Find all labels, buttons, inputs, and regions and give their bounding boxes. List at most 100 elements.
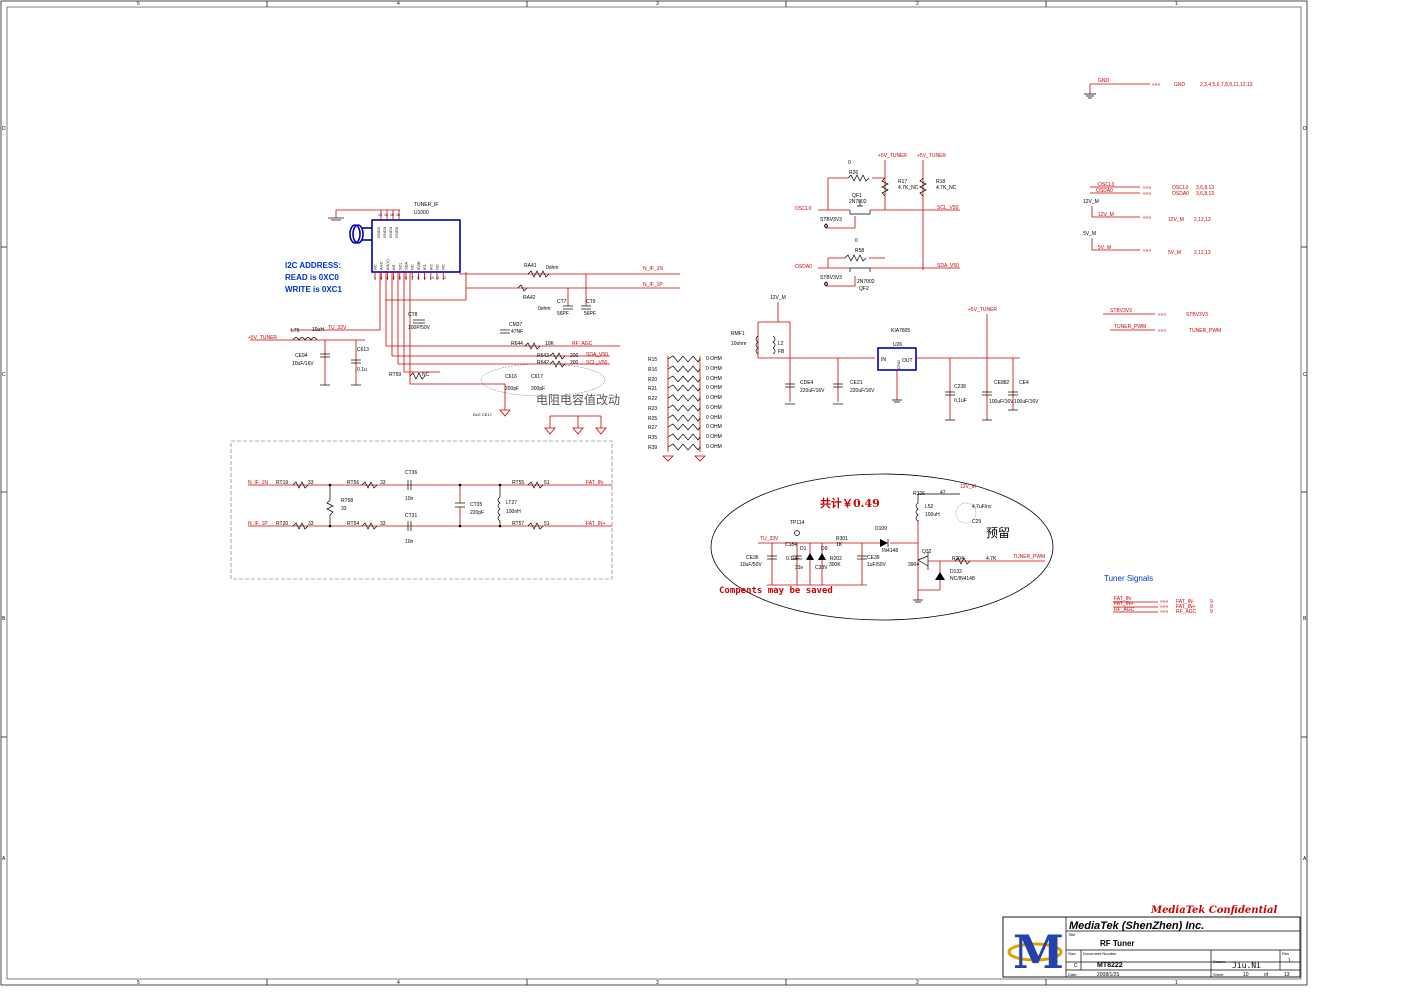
resistor-icon bbox=[292, 481, 309, 489]
net-label: +5V_TUNER bbox=[917, 153, 946, 159]
resistor-icon bbox=[527, 522, 544, 530]
component-value: 220pF bbox=[470, 510, 484, 516]
component-ref: R27 bbox=[648, 425, 657, 431]
tuner-name: TUNER_IF bbox=[414, 202, 438, 208]
ground-icon bbox=[1084, 93, 1096, 99]
component-ref: R643 bbox=[537, 353, 549, 359]
net-label: TUNER_PWM bbox=[1114, 324, 1146, 330]
component-ref: RA41 bbox=[524, 263, 537, 269]
pin-number: 15 bbox=[390, 213, 394, 217]
pin-number: 14 bbox=[384, 213, 388, 217]
sheet-number: 10 bbox=[1243, 972, 1249, 978]
component-ref: CDE4 bbox=[800, 380, 814, 386]
net-label: STBV3V3 bbox=[1110, 308, 1132, 314]
row-marker: C bbox=[2, 372, 6, 378]
component-value: 0.1uF bbox=[954, 398, 967, 404]
component-ref: C238 bbox=[954, 384, 966, 390]
component-ref: R18 bbox=[936, 179, 945, 185]
offpage-name: STBV3V3 bbox=[1186, 312, 1208, 318]
pin-name: GND3 bbox=[382, 226, 387, 238]
component-ref: R22 bbox=[648, 396, 657, 402]
component-value: 4.7K_NC bbox=[936, 185, 957, 191]
net-label: OSCL0 bbox=[1098, 182, 1115, 188]
offpage-arrows-icon: ««« bbox=[1143, 248, 1152, 254]
component-ref: RT56 bbox=[347, 480, 359, 486]
offpage-pages: 2,12,13 bbox=[1194, 250, 1211, 256]
reserved-cap-highlight bbox=[955, 502, 977, 524]
offpage-name: GND bbox=[1174, 82, 1186, 88]
component-value: 3904 bbox=[908, 562, 919, 568]
offpage-name: RF_AGC bbox=[1176, 609, 1197, 615]
tuner-side-pins: NC1AGC2AS(V)3AS4SCL5SDA6NC75V/B8IF19IF21… bbox=[373, 259, 446, 280]
ohm-array-bus bbox=[667, 356, 701, 452]
resistor-icon bbox=[292, 522, 309, 530]
component-value: 4.7K_NC bbox=[898, 185, 919, 191]
net-label: TU_33V bbox=[760, 536, 779, 542]
net-label: SCL_V50 bbox=[937, 205, 959, 211]
pin-name: GND4 bbox=[388, 226, 393, 238]
resistor-icon bbox=[361, 481, 378, 489]
component-value: 0 bbox=[848, 160, 851, 166]
component-value: 33 bbox=[380, 480, 386, 486]
tuner-pin-name: IF2 bbox=[428, 263, 433, 270]
component-value: 200 bbox=[570, 353, 579, 359]
field-label: Rev bbox=[1282, 951, 1289, 956]
component-value: FB bbox=[778, 349, 785, 355]
tuner-pin-name: AGC bbox=[379, 261, 384, 270]
resistor-icon bbox=[667, 423, 701, 431]
component-value: 10n bbox=[405, 496, 414, 502]
tuner-pin-number: 3 bbox=[386, 276, 388, 280]
component-value: 10ohm bbox=[731, 341, 746, 347]
resistor-icon bbox=[527, 270, 550, 278]
net-label: FAT_IN- bbox=[586, 480, 605, 486]
tuner-pin-name: SDA bbox=[404, 261, 409, 270]
offpage-connectors: GND ««« GND 2,3,4,5,6,7,8,9,11,12,13 OSC… bbox=[1083, 78, 1253, 615]
component-value: 0 OHM bbox=[706, 424, 722, 430]
level-shifter: +5V_TUNER +5V_TUNER R17 4.7K_NC R18 4.7K… bbox=[795, 153, 960, 292]
resistor-icon bbox=[667, 384, 701, 392]
pin-number: 13 bbox=[378, 213, 382, 217]
net-label: +5V_TUNER bbox=[878, 153, 907, 159]
diode-icon bbox=[935, 572, 945, 580]
component-value: 1uF/50V bbox=[867, 562, 887, 568]
offpage-pages: 9 bbox=[1210, 609, 1213, 615]
component-value: NC/IN4148 bbox=[950, 576, 975, 582]
tuner-ic-body bbox=[371, 219, 461, 273]
component-value: 33 bbox=[341, 506, 347, 512]
net-label: +5V_TUNER bbox=[968, 307, 997, 313]
net-label: N_IF_1P bbox=[248, 521, 268, 527]
component-ref: L2 bbox=[778, 341, 784, 347]
tuner-pin-number: 5 bbox=[399, 276, 401, 280]
component-value: 0 bbox=[855, 238, 858, 244]
tuner-pin-number: 4 bbox=[393, 276, 395, 280]
component-value: 0 OHM bbox=[706, 395, 722, 401]
component-value: 51 bbox=[544, 521, 550, 527]
component-ref: R39 bbox=[648, 445, 657, 451]
annotation-save: Compents may be saved bbox=[719, 586, 833, 596]
zener-diode-icon bbox=[806, 553, 826, 560]
sheet-total: 13 bbox=[1284, 972, 1290, 978]
component-value: 0 OHM bbox=[706, 366, 722, 372]
component-ref: R23 bbox=[648, 406, 657, 412]
tuner-gnd-pins: 13 14 15 16 GND2 GND3 GND4 GND5 bbox=[376, 210, 400, 238]
row-marker: B bbox=[2, 616, 6, 622]
offpage-pages: 2,12,13 bbox=[1194, 217, 1211, 223]
logo-letter: M bbox=[1013, 925, 1064, 979]
component-value: 100P/50V bbox=[408, 325, 431, 331]
resistor-icon bbox=[549, 352, 566, 360]
field-label: Title bbox=[1068, 932, 1076, 937]
net-label: N_IF_1N bbox=[248, 480, 268, 486]
component-value: IN4148 bbox=[882, 548, 898, 554]
offpage-pages: 9 bbox=[1210, 604, 1213, 610]
row-markers: D C B A D C B A bbox=[2, 126, 1307, 862]
row-marker: C bbox=[1303, 372, 1307, 378]
resistor-icon bbox=[549, 360, 566, 368]
component-ref: C616 bbox=[505, 374, 517, 380]
component-ref: CE882 bbox=[994, 380, 1010, 386]
pin-number: 16 bbox=[396, 213, 400, 217]
component-value: 100uF/16V bbox=[1014, 399, 1039, 405]
offpage-name: 12V_M bbox=[1168, 217, 1184, 223]
component-ref: R16 bbox=[648, 367, 657, 373]
component-ref: RT58 bbox=[341, 498, 353, 504]
column-marker: 4 bbox=[397, 980, 400, 986]
